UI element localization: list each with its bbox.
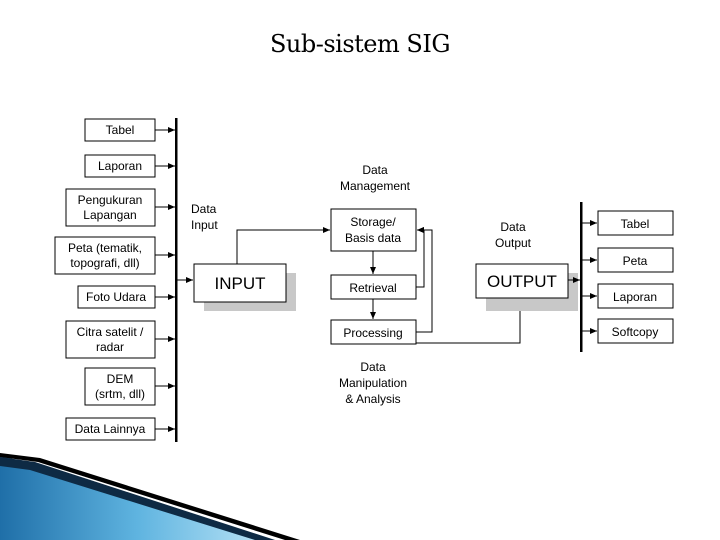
input-source-pengukuran: Pengukuran Lapangan: [65, 188, 175, 227]
storage-label: Basis data: [345, 231, 401, 245]
data-management-label: Management: [340, 179, 411, 193]
input-process-label: INPUT: [215, 274, 266, 293]
data-manipulation-label: & Analysis: [345, 392, 400, 406]
input-source-label: Foto Udara: [86, 290, 146, 304]
input-source-label: (srtm, dll): [95, 387, 145, 401]
output-process-box: [475, 263, 569, 299]
input-source-citra-satelit: Citra satelit / radar: [65, 320, 175, 359]
output-targets: Tabel Peta Laporan Softcopy: [582, 210, 674, 344]
input-source-tabel: Tabel: [84, 118, 175, 142]
data-output-label: Data: [500, 220, 526, 234]
data-output-label: Output: [495, 236, 532, 250]
input-collector-bar: [175, 118, 178, 442]
slide-title: Sub-sistem SIG: [269, 30, 451, 58]
input-source-label: radar: [96, 340, 124, 354]
storage-label: Storage/: [350, 215, 396, 229]
data-management-label: Data: [362, 163, 388, 177]
input-sources: Tabel Laporan Pengukuran Lapangan Peta (…: [54, 118, 175, 441]
input-source-peta: Peta (tematik, topografi, dll): [54, 236, 175, 275]
input-process-box: [193, 263, 287, 303]
input-source-label: topografi, dll): [70, 256, 139, 270]
output-collector-bar: [580, 202, 583, 352]
output-target-label: Peta: [623, 254, 648, 268]
data-manipulation-label: Manipulation: [339, 376, 407, 390]
data-manipulation-label: Data: [360, 360, 386, 374]
corner-swoosh-decoration: [0, 453, 300, 540]
output-target-label: Tabel: [621, 217, 650, 231]
input-source-laporan: Laporan: [84, 154, 175, 178]
input-source-label: Citra satelit /: [77, 325, 144, 339]
data-input-label: Input: [191, 218, 218, 232]
input-source-data-lainnya: Data Lainnya: [65, 417, 175, 441]
output-target-tabel: Tabel: [582, 210, 674, 236]
storage-box: [330, 208, 417, 252]
input-source-dem: DEM (srtm, dll): [84, 367, 175, 406]
input-source-label: Peta (tematik,: [68, 241, 142, 255]
input-source-label: DEM: [107, 372, 134, 386]
input-source-label: Data Lainnya: [75, 422, 146, 436]
output-process-label: OUTPUT: [487, 272, 557, 291]
data-input-label: Data: [191, 202, 217, 216]
output-target-label: Laporan: [613, 290, 657, 304]
output-target-laporan: Laporan: [582, 283, 674, 309]
input-source-label: Lapangan: [83, 208, 136, 222]
retrieval-label: Retrieval: [349, 281, 396, 295]
input-source-label: Laporan: [98, 159, 142, 173]
output-target-label: Softcopy: [612, 325, 659, 339]
input-source-foto-udara: Foto Udara: [77, 285, 175, 309]
output-target-softcopy: Softcopy: [582, 318, 674, 344]
output-target-peta: Peta: [582, 247, 674, 273]
input-source-label: Tabel: [106, 123, 135, 137]
processing-label: Processing: [343, 326, 402, 340]
input-source-label: Pengukuran: [78, 193, 143, 207]
